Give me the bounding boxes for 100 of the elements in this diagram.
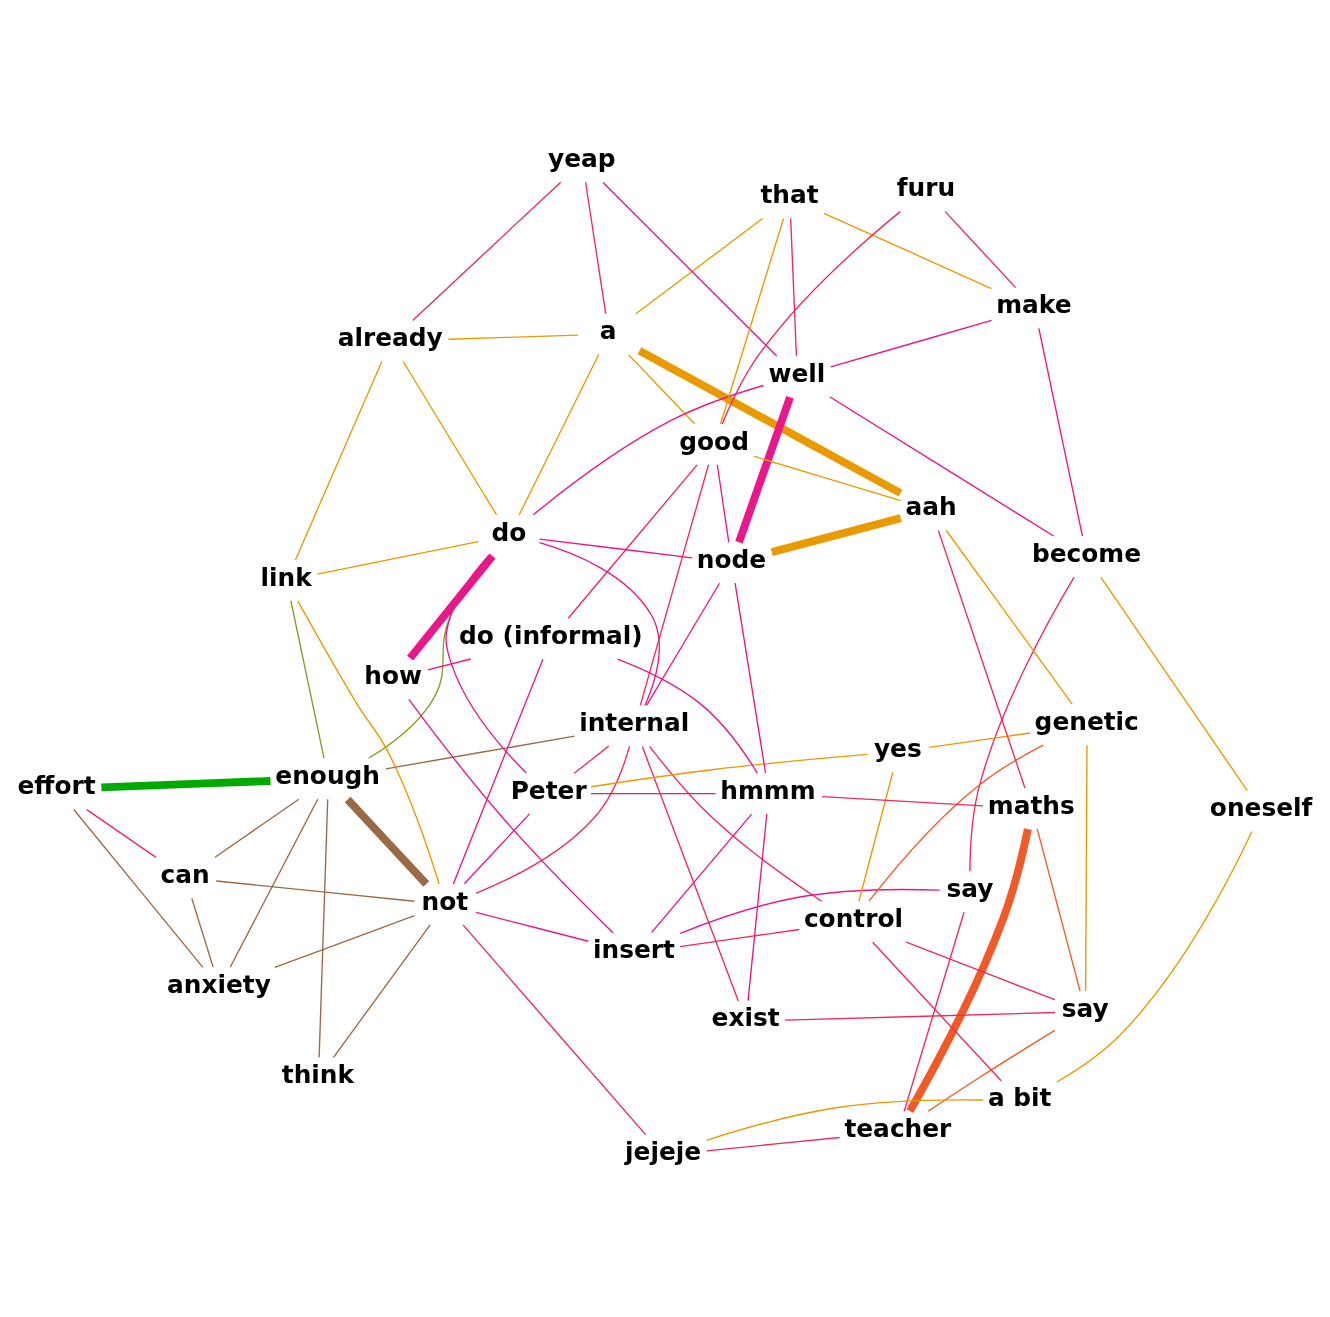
connector [648, 745, 823, 902]
connector [679, 928, 800, 948]
connector [294, 360, 383, 561]
connector [518, 353, 600, 516]
connector [385, 735, 576, 770]
connector [475, 745, 631, 894]
node-text: internal [579, 707, 690, 737]
connector [635, 217, 764, 315]
connector [584, 181, 607, 315]
connector [1056, 830, 1253, 1083]
node-text: say [946, 874, 994, 904]
connector [830, 319, 993, 368]
connector [944, 210, 1017, 289]
connector [1100, 576, 1248, 792]
node-text: yeap [548, 144, 616, 174]
connector [427, 658, 472, 671]
connector [573, 745, 610, 774]
node-text: control [803, 903, 904, 933]
connector [829, 396, 1055, 537]
connector [905, 941, 1056, 1001]
connector [1038, 327, 1084, 537]
node-text: link [260, 562, 312, 592]
connector [344, 796, 430, 887]
node-text: a bit [987, 1083, 1052, 1113]
connector [903, 911, 965, 1112]
node-text: make [996, 290, 1072, 320]
connector [538, 542, 660, 707]
connector [452, 658, 544, 885]
connector [628, 354, 696, 425]
connector [602, 181, 778, 357]
connector [1036, 828, 1081, 992]
connector [650, 813, 753, 934]
connector [274, 915, 416, 969]
connector [73, 808, 204, 969]
connector [823, 212, 993, 290]
connector [532, 384, 765, 516]
connector [447, 334, 579, 340]
node-text: a [599, 316, 617, 346]
connector [868, 744, 1044, 902]
connector [645, 582, 721, 707]
connector [538, 538, 693, 559]
node-text: say [1061, 993, 1109, 1023]
node-text: do (informal) [459, 620, 643, 650]
node-text: become [1031, 538, 1142, 568]
node-text: already [337, 323, 443, 353]
connector [408, 698, 614, 934]
node-text: Peter [510, 775, 587, 805]
connector [735, 395, 794, 544]
connector [86, 808, 157, 859]
connector [639, 464, 710, 706]
connector [616, 658, 759, 774]
node-text: well [768, 358, 826, 388]
node-text: can [160, 859, 210, 889]
connector [1084, 744, 1088, 992]
connector [215, 880, 416, 902]
node-text: jejeje [625, 1137, 702, 1167]
connector [858, 771, 894, 902]
node-text: exist [711, 1003, 780, 1033]
connector [214, 798, 300, 858]
connector [637, 347, 903, 497]
connector [770, 514, 902, 556]
connector [719, 217, 785, 425]
connector [297, 600, 440, 885]
node-text: effort [17, 771, 96, 801]
node-text: think [281, 1060, 355, 1090]
node-text: good [679, 426, 749, 456]
connector [641, 745, 739, 1002]
connector [790, 217, 798, 357]
node-text: how [364, 660, 422, 690]
connector [463, 813, 531, 885]
connector [332, 924, 431, 1058]
connector [462, 924, 647, 1136]
connector [229, 798, 319, 968]
connector [906, 828, 1032, 1114]
connector [872, 941, 1002, 1082]
connector [821, 796, 984, 807]
node-text: hmmm [720, 775, 816, 805]
connector [784, 1011, 1056, 1021]
node-text: insert [592, 935, 675, 965]
node-text: genetic [1034, 706, 1139, 736]
connector [969, 576, 1075, 872]
node-text: teacher [844, 1113, 952, 1143]
connector [753, 455, 902, 502]
connector [716, 464, 730, 543]
node-text: oneself [1209, 793, 1313, 823]
connector [290, 600, 325, 759]
connector [316, 540, 479, 575]
connector [747, 813, 768, 1002]
connector [705, 1099, 984, 1141]
connector [567, 464, 698, 619]
connector [412, 181, 562, 322]
node-text: furu [896, 173, 956, 203]
node-text: yes [873, 734, 922, 764]
node-text: node [696, 544, 767, 574]
connector [937, 529, 1026, 789]
node-text: not [421, 886, 469, 916]
connector [191, 897, 214, 968]
connector [679, 888, 941, 934]
node-text: that [760, 180, 819, 210]
connector [590, 753, 869, 788]
